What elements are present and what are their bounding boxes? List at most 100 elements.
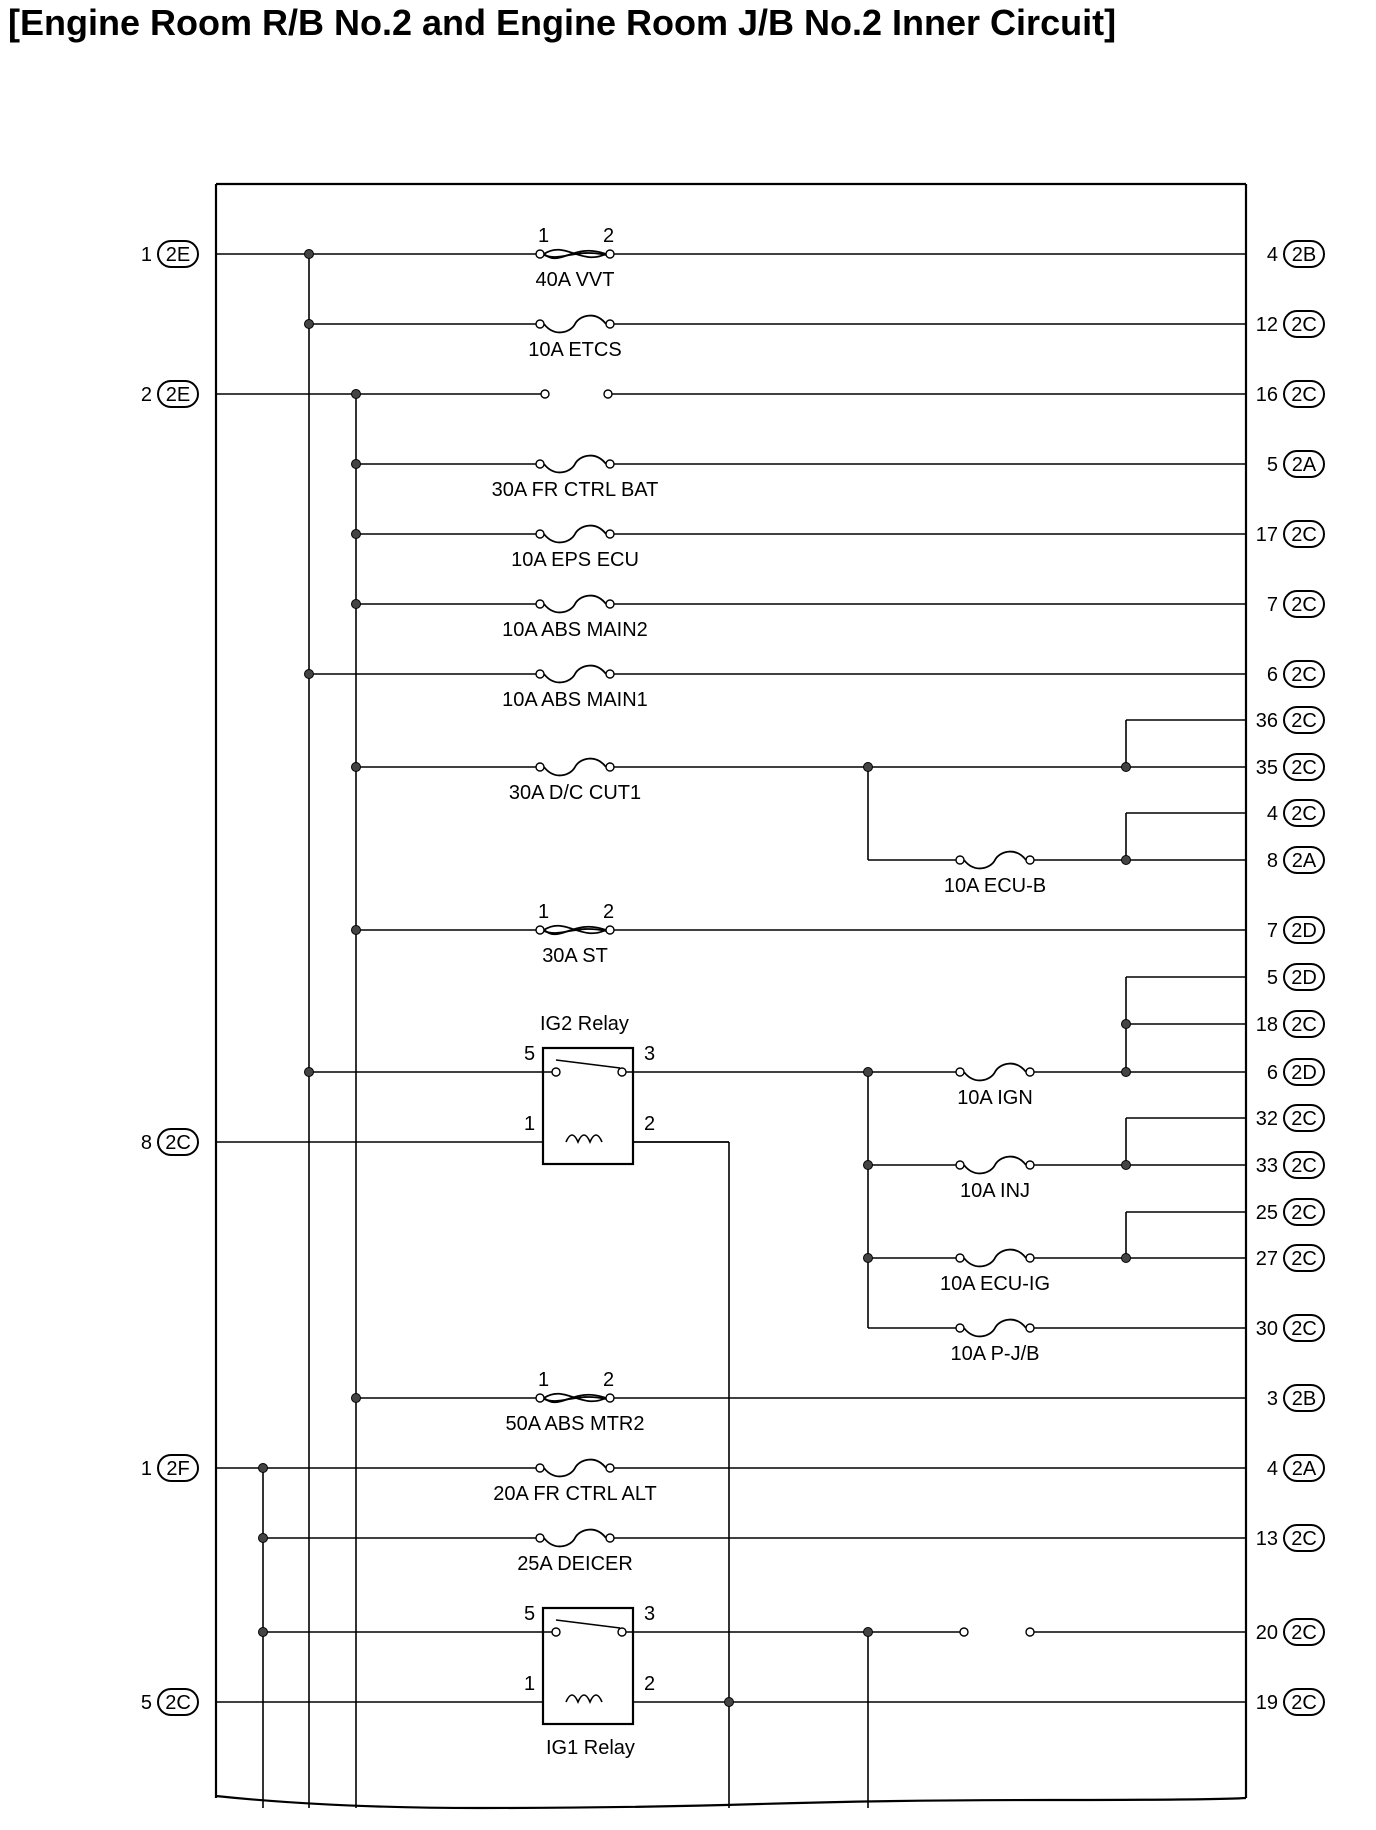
connector-id: 2B	[1292, 244, 1316, 266]
fuse-label: 10A EPS ECU	[511, 549, 639, 571]
connector-pin-number: 32	[1256, 1108, 1278, 1130]
connector-pin-number: 17	[1256, 524, 1278, 546]
connector-id: 2C	[1291, 1202, 1317, 1224]
connector-id: 2C	[1291, 664, 1317, 686]
fuse-15: 25A DEICER	[517, 1528, 633, 1575]
fuse-label: 10A P-J/B	[951, 1343, 1040, 1365]
right-connector-4: 17 2C	[1256, 520, 1325, 548]
fuse-label: 10A ABS MAIN1	[502, 689, 648, 711]
relay-ig2-pin-2: 2	[644, 1113, 655, 1135]
connector-pin-number: 1	[141, 1458, 152, 1480]
connector-id: 2C	[1291, 524, 1317, 546]
fuse-2: 30A FR CTRL BAT	[492, 454, 659, 501]
fuse-label: 30A ST	[542, 945, 608, 967]
fuse-label: 25A DEICER	[517, 1553, 633, 1575]
fuse-1: 10A ETCS	[528, 314, 622, 361]
connector-pin-number: 7	[1267, 594, 1278, 616]
connector-id: 2C	[1291, 1318, 1317, 1340]
relay-ig1-pin-5: 5	[524, 1603, 535, 1625]
fuse-label: 10A ETCS	[528, 339, 621, 361]
fuse-label: 10A INJ	[960, 1180, 1030, 1202]
left-connector-4: 5 2C	[141, 1688, 199, 1716]
connector-pin-number: 4	[1267, 1458, 1278, 1480]
fuse-9: 10A IGN	[955, 1062, 1035, 1109]
left-connector-3: 1 2F	[141, 1454, 199, 1482]
right-connector-23: 20 2C	[1256, 1618, 1325, 1646]
fuse-pin-2: 2	[603, 1369, 614, 1391]
fuse-10: 10A INJ	[955, 1155, 1035, 1202]
connector-pin-number: 16	[1256, 384, 1278, 406]
connector-pin-number: 18	[1256, 1014, 1278, 1036]
connector-pin-number: 12	[1256, 314, 1278, 336]
fuse-pin-1: 1	[538, 225, 549, 247]
fuse-4: 10A ABS MAIN2	[502, 594, 648, 641]
connector-id: 2C	[1291, 314, 1317, 336]
fuse-pin-1: 1	[538, 1369, 549, 1391]
connector-id: 2C	[1291, 1692, 1317, 1714]
fuse-label: 50A ABS MTR2	[506, 1413, 645, 1435]
fuse-7: 10A ECU-B	[944, 850, 1046, 897]
connector-pin-number: 8	[141, 1132, 152, 1154]
right-connector-19: 30 2C	[1256, 1314, 1325, 1342]
connector-id: 2C	[1291, 384, 1317, 406]
fuse-pin-2: 2	[603, 225, 614, 247]
fuse-label: 40A VVT	[536, 269, 615, 291]
relay-ig2: IG2 Relay 5 3 1 2	[524, 1013, 655, 1166]
connector-pin-number: 4	[1267, 244, 1278, 266]
connector-id: 2F	[166, 1458, 189, 1480]
connector-pin-number: 20	[1256, 1622, 1278, 1644]
right-connector-2: 16 2C	[1256, 380, 1325, 408]
connector-id: 2E	[166, 244, 190, 266]
fuse-label: 10A ECU-IG	[940, 1273, 1050, 1295]
connector-pin-number: 5	[141, 1692, 152, 1714]
relay-ig1: IG1 Relay 5 3 1 2	[524, 1603, 655, 1759]
connector-id: 2C	[165, 1692, 191, 1714]
relay-ig1-pin-2: 2	[644, 1673, 655, 1695]
right-connector-0: 4 2B	[1267, 240, 1325, 268]
right-connector-1: 12 2C	[1256, 310, 1325, 338]
splice-points	[258, 249, 1131, 1707]
relay-ig1-pin-3: 3	[644, 1603, 655, 1625]
fuse-0: 1 2 40A VVT	[535, 225, 615, 291]
connector-id: 2C	[1291, 803, 1317, 825]
connector-id: 2D	[1291, 967, 1317, 989]
connector-pin-number: 3	[1267, 1388, 1278, 1410]
connector-id: 2A	[1292, 850, 1317, 872]
connector-pin-number: 13	[1256, 1528, 1278, 1550]
relay-ig2-pin-5: 5	[524, 1043, 535, 1065]
fuse-12: 10A P-J/B	[951, 1318, 1040, 1365]
relay-ig2-pin-3: 3	[644, 1043, 655, 1065]
fuse-pin-2: 2	[603, 901, 614, 923]
fuse-3: 10A EPS ECU	[511, 524, 639, 571]
connector-id: 2C	[1291, 1622, 1317, 1644]
connector-pin-number: 2	[141, 384, 152, 406]
connector-pin-number: 27	[1256, 1248, 1278, 1270]
fuse-label: 10A ECU-B	[944, 875, 1046, 897]
fuse-5: 10A ABS MAIN1	[502, 664, 648, 711]
connector-pin-number: 30	[1256, 1318, 1278, 1340]
fuse-label: 30A FR CTRL BAT	[492, 479, 659, 501]
relay-ig1-name: IG1 Relay	[546, 1737, 635, 1759]
connector-id: 2A	[1292, 1458, 1317, 1480]
connector-pin-number: 6	[1267, 664, 1278, 686]
connector-pin-number: 8	[1267, 850, 1278, 872]
connector-id: 2C	[1291, 1108, 1317, 1130]
connector-pin-number: 5	[1267, 454, 1278, 476]
right-connector-6: 6 2C	[1267, 660, 1325, 688]
